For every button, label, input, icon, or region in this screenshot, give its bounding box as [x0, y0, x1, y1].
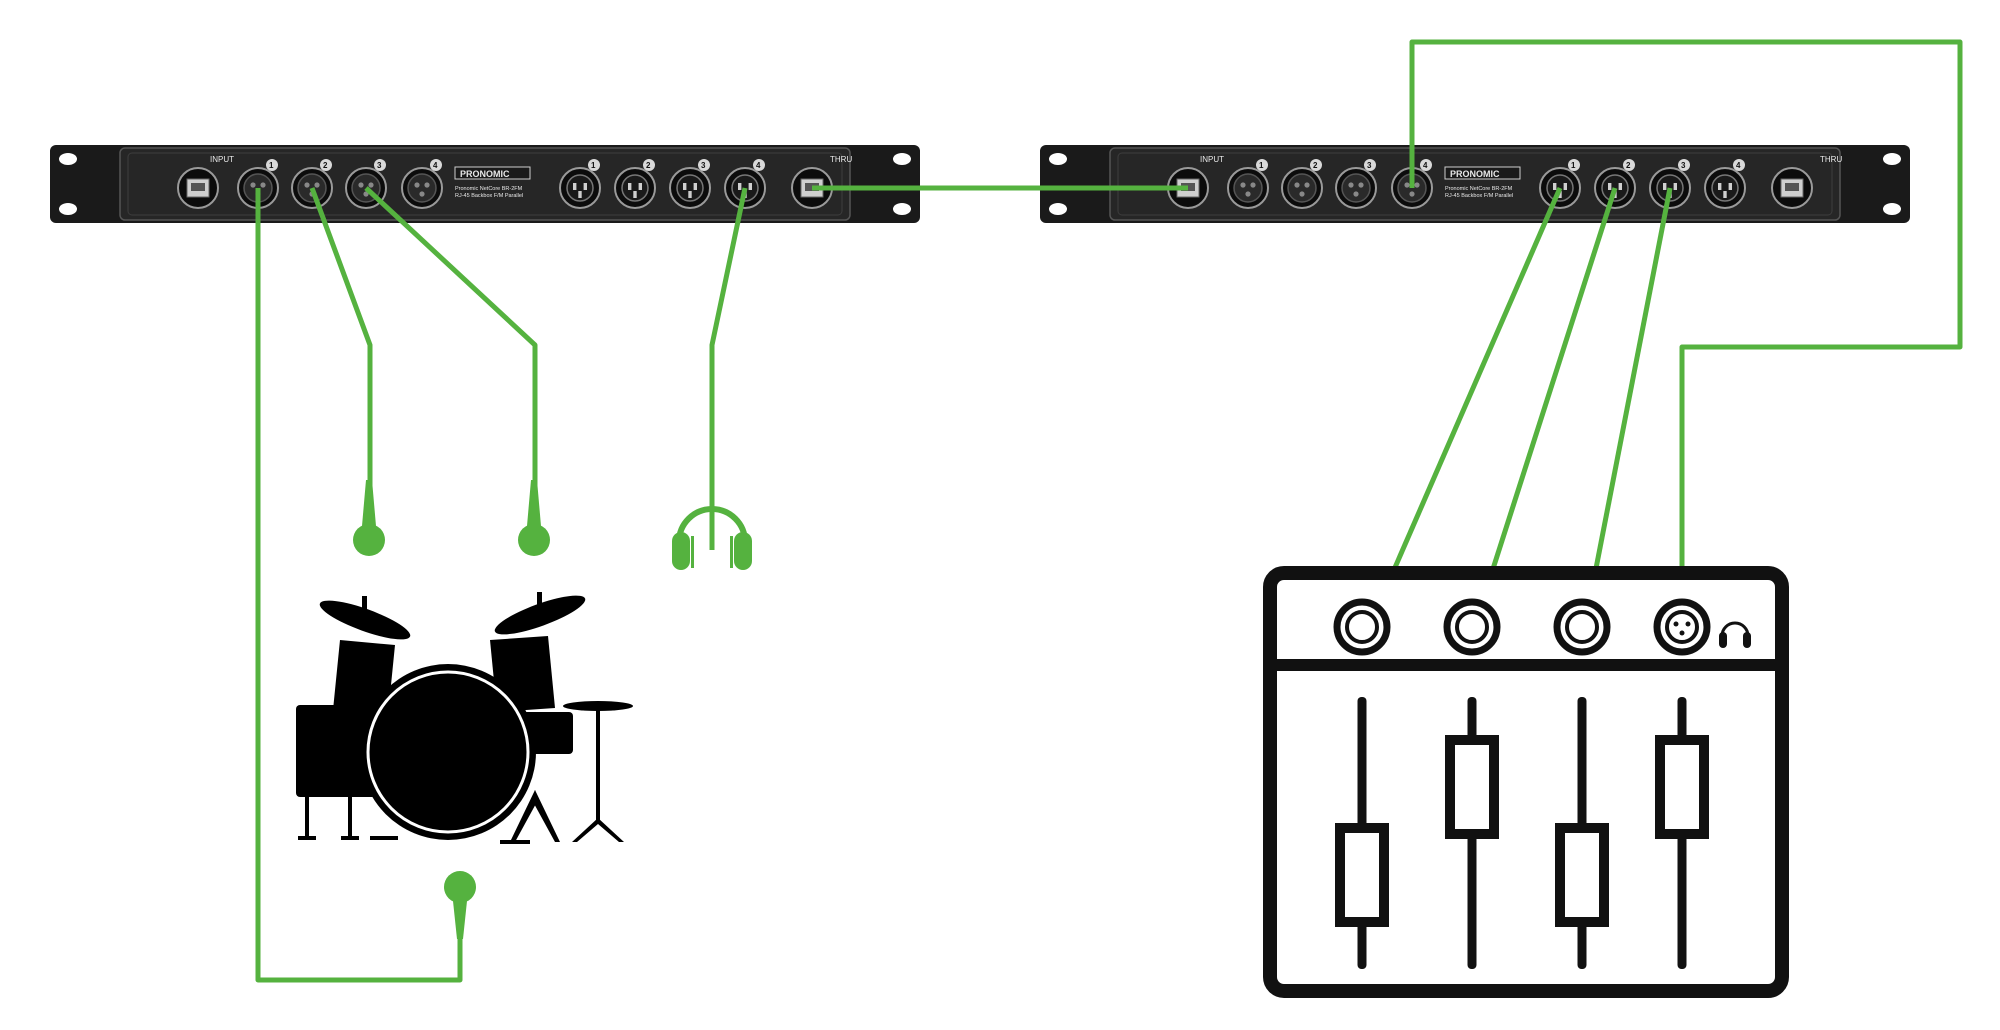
female-xlr-3-number: 3 [377, 161, 382, 170]
thru-label: THRU [830, 155, 852, 164]
female-xlr-4-number: 4 [433, 161, 438, 170]
fader-knob-1[interactable] [1335, 823, 1389, 927]
mixer-input-3[interactable] [1557, 602, 1607, 652]
male-xlr-1-number: 1 [1571, 161, 1576, 170]
microphone-icon [518, 480, 550, 556]
ethercon-input-port[interactable] [177, 167, 219, 209]
headphones-icon [672, 506, 752, 570]
mixing-console-icon [1263, 566, 1789, 998]
mixer-headphone-out[interactable] [1653, 598, 1711, 656]
model-line-1: Pronomic NetCore BR-2FM [1445, 186, 1513, 192]
input-label: INPUT [1200, 155, 1224, 164]
input-label: INPUT [210, 155, 234, 164]
headphones-icon [1719, 621, 1751, 648]
model-line-1: Pronomic NetCore BR-2FM [455, 186, 523, 192]
brand-logo: PRONOMIC [460, 169, 510, 179]
female-xlr-3-number: 3 [1367, 161, 1372, 170]
male-xlr-3[interactable] [669, 167, 711, 209]
rack-unit-left: INPUT THRU PRONOMIC Pronomic NetCore BR-… [50, 145, 920, 223]
female-xlr-1[interactable] [1227, 167, 1269, 209]
female-xlr-2[interactable] [1281, 167, 1323, 209]
rack-unit-right: INPUT THRU PRONOMIC Pronomic NetCore BR-… [1040, 145, 1910, 223]
male-xlr-4[interactable] [1704, 167, 1746, 209]
male-xlr-3-number: 3 [1681, 161, 1686, 170]
male-xlr-3-number: 3 [701, 161, 706, 170]
microphone-icon [444, 871, 476, 939]
cables [255, 39, 1963, 983]
brand-logo: PRONOMIC [1450, 169, 1500, 179]
thru-label: THRU [1820, 155, 1842, 164]
model-line-2: RJ-45 Backbox F/M Parallel [1445, 193, 1513, 199]
male-xlr-4-number: 4 [756, 161, 761, 170]
cable-out2-to-mixer-2[interactable] [1472, 187, 1618, 626]
male-xlr-1[interactable] [559, 167, 601, 209]
cable-out4-to-headphones[interactable] [709, 187, 748, 550]
ethercon-thru-port[interactable] [1771, 167, 1813, 209]
female-xlr-3[interactable] [1335, 167, 1377, 209]
male-xlr-2-number: 2 [646, 161, 651, 170]
cable-out1-to-mixer-1[interactable] [1367, 187, 1563, 626]
female-xlr-2-number: 2 [323, 161, 328, 170]
microphone-icon [353, 480, 385, 556]
cable-xlr3-to-mic-2[interactable] [364, 186, 538, 490]
male-xlr-2[interactable] [614, 167, 656, 209]
cable-xlr2-to-mic-1[interactable] [309, 187, 373, 490]
fader-knob-4[interactable] [1655, 735, 1709, 839]
male-xlr-4-number: 4 [1736, 161, 1741, 170]
cable-out3-to-mixer-3[interactable] [1582, 187, 1673, 626]
fader-knob-2[interactable] [1445, 735, 1499, 839]
mixer-input-1[interactable] [1337, 602, 1387, 652]
model-line-2: RJ-45 Backbox F/M Parallel [455, 193, 523, 199]
female-xlr-2-number: 2 [1313, 161, 1318, 170]
cable-xlr4-to-mixer-headphones[interactable] [1409, 39, 1963, 625]
female-xlr-4[interactable] [401, 167, 443, 209]
drum-kit-icon [296, 592, 633, 844]
male-xlr-1-number: 1 [591, 161, 596, 170]
female-xlr-1-number: 1 [1259, 161, 1264, 170]
male-xlr-2-number: 2 [1626, 161, 1631, 170]
cable-xlr1-to-bottom-mic[interactable] [255, 188, 463, 983]
female-xlr-1-number: 1 [269, 161, 274, 170]
fader-knob-3[interactable] [1555, 823, 1609, 927]
mixer-input-2[interactable] [1447, 602, 1497, 652]
female-xlr-4-number: 4 [1423, 161, 1428, 170]
